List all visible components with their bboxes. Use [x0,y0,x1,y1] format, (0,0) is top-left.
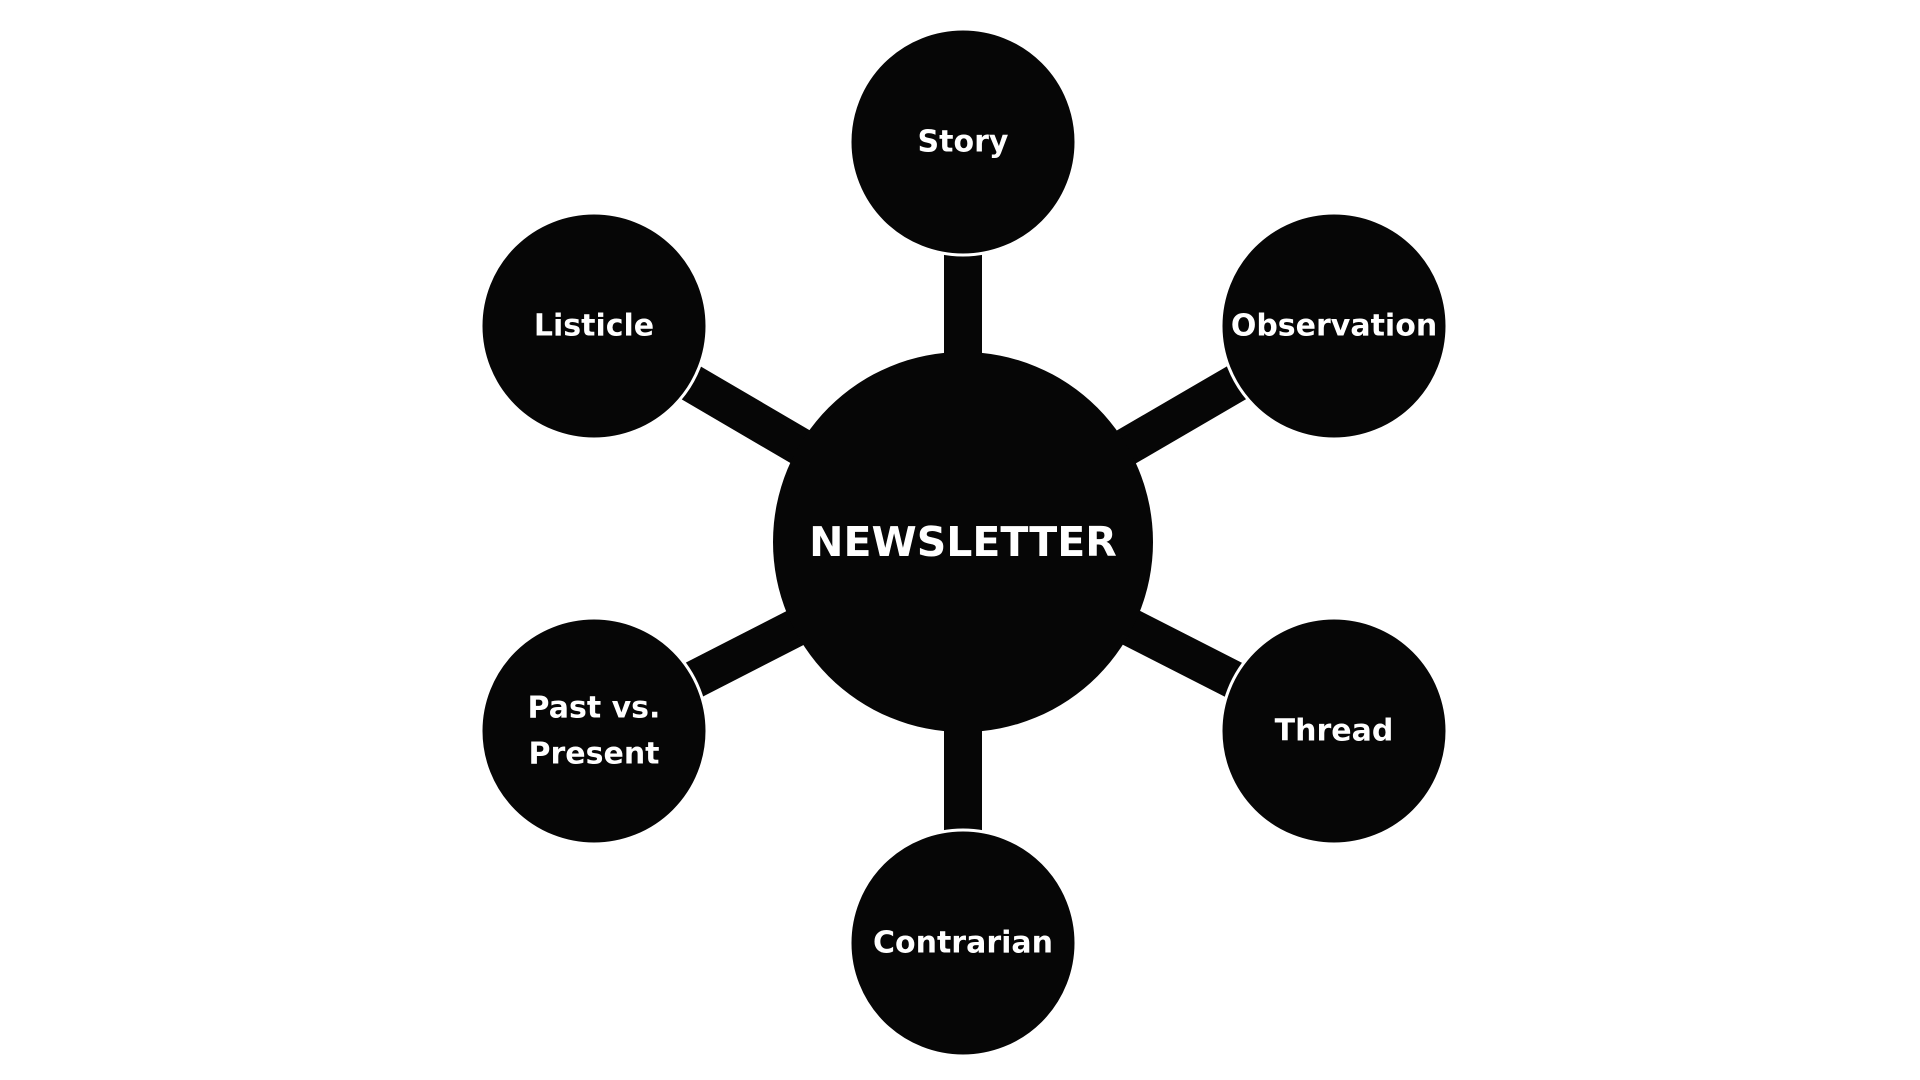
spoke-node-observation: Observation [1219,211,1449,441]
spoke-node-thread: Thread [1219,616,1449,846]
spoke-label-past-vs-present: Present [528,737,659,772]
spoke-node-listicle: Listicle [479,211,709,441]
spoke-circle-contrarian [848,828,1078,1058]
hub-label: NEWSLETTER [809,518,1117,566]
spoke-node-story: Story [848,27,1078,257]
spoke-label-listicle: Listicle [534,309,654,344]
spoke-label-observation: Observation [1231,309,1437,344]
spoke-label-story: Story [918,125,1009,160]
spoke-circle-observation [1219,211,1449,441]
spoke-label-thread: Thread [1275,714,1394,749]
spoke-node-contrarian: Contrarian [848,828,1078,1058]
spoke-node-past-vs-present: Past vs. Present [479,616,709,846]
spoke-circle-listicle [479,211,709,441]
spoke-label-contrarian: Contrarian [873,926,1053,961]
spoke-circle-past-vs-present [479,616,709,846]
hub-circle [773,352,1153,732]
spoke-circle-story [848,27,1078,257]
hub-node: NEWSLETTER [773,352,1153,732]
spoke-label-past-vs-present: Past vs. [528,691,661,726]
spoke-circle-thread [1219,616,1449,846]
